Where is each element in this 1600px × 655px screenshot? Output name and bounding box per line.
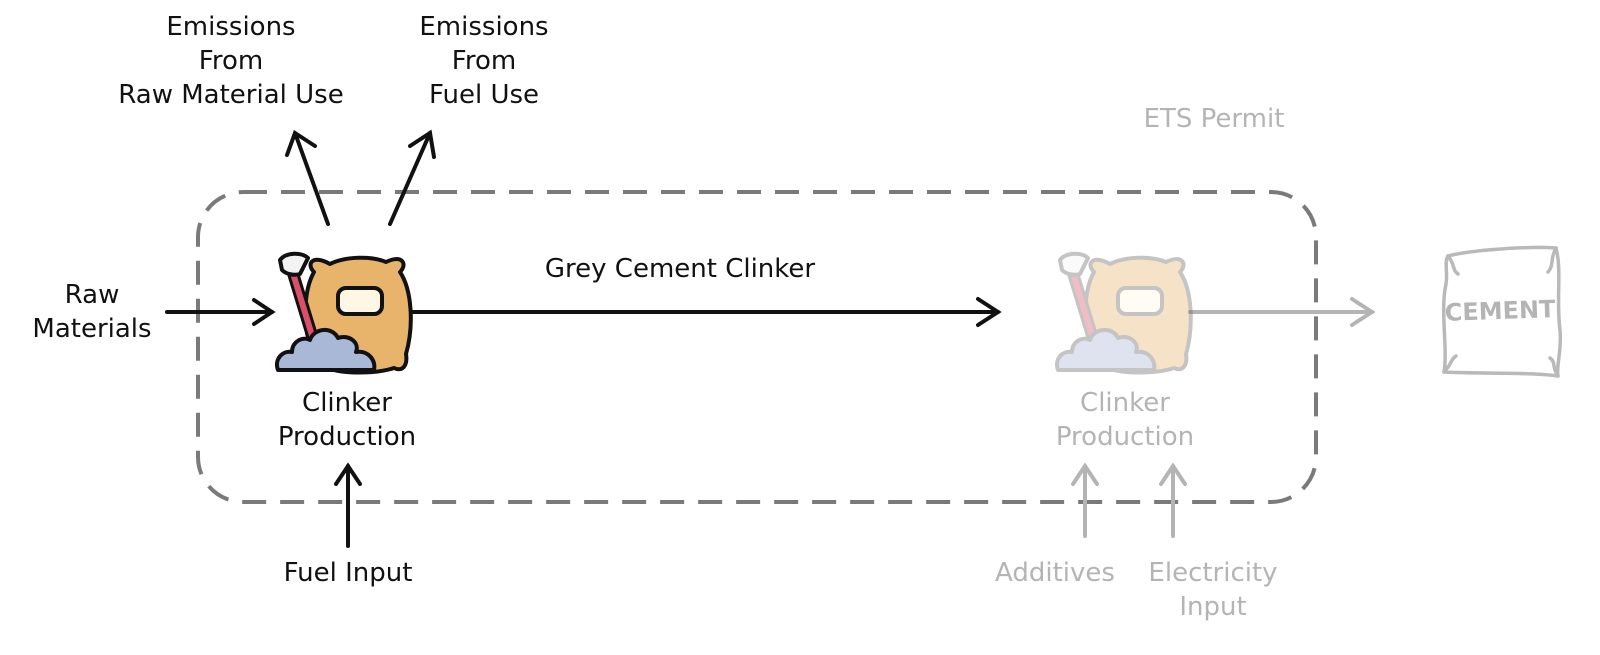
cement-output-arrow (1188, 297, 1376, 327)
emissions-raw-arrow (285, 129, 330, 226)
raw-materials-line-2: Materials (32, 314, 152, 344)
emissions-fuel-arrow (388, 129, 436, 226)
clinker-sack-shovel-dim-icon (1055, 251, 1193, 375)
emissions-raw-line-1: Emissions (166, 12, 296, 42)
additives-arrow (1071, 462, 1099, 538)
emissions-fuel-label: Emissions From Fuel Use (400, 10, 568, 112)
fuel-input-arrow (334, 462, 362, 548)
grey-cement-clinker-label: Grey Cement Clinker (544, 254, 816, 284)
clinker-production-label: Clinker Production (252, 386, 442, 454)
ets-permit-label: ETS Permit (1143, 104, 1285, 134)
cement-bag-label: CEMENT (1444, 295, 1556, 327)
clinker-production-line-1: Clinker (302, 388, 392, 418)
emissions-fuel-line-1: Emissions (419, 12, 549, 42)
emissions-raw-line-2: From (198, 46, 264, 76)
raw-materials-line-1: Raw (64, 280, 120, 310)
clinker-production-dim-label: Clinker Production (1030, 386, 1220, 454)
fuel-input-label: Fuel Input (283, 558, 413, 588)
emissions-fuel-line-2: From (451, 46, 517, 76)
electricity-input-line-2: Input (1179, 592, 1247, 622)
electricity-input-label: Electricity Input (1132, 556, 1294, 624)
additives-label: Additives (995, 558, 1115, 588)
clinker-production-dim-line-2: Production (1055, 422, 1195, 452)
emissions-raw-line-3: Raw Material Use (118, 80, 344, 110)
electricity-input-arrow (1159, 462, 1187, 538)
clinker-production-dim-line-1: Clinker (1080, 388, 1170, 418)
clinker-sack-shovel-icon (275, 251, 413, 375)
electricity-input-line-1: Electricity (1148, 558, 1278, 588)
emissions-fuel-line-3: Fuel Use (428, 80, 540, 110)
raw-materials-label: Raw Materials (22, 278, 162, 346)
clinker-production-line-2: Production (277, 422, 417, 452)
ets-permit-boundary (196, 190, 1318, 504)
cement-bag-icon (1441, 245, 1563, 378)
raw-materials-arrow (165, 298, 276, 326)
emissions-raw-label: Emissions From Raw Material Use (100, 10, 362, 112)
grey-cement-clinker-arrow (408, 297, 1002, 327)
